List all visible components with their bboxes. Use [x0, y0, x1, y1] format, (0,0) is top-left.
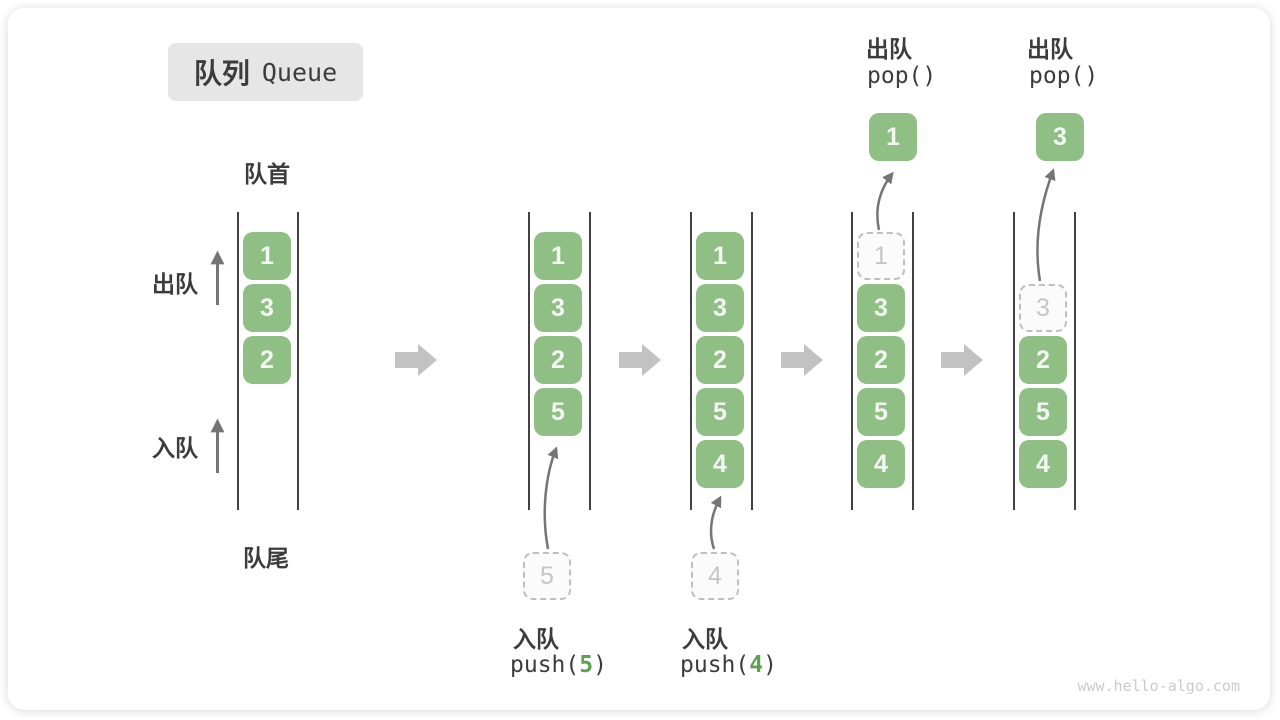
queue-cell: 5 — [1019, 388, 1067, 436]
label-queue-rear: 队尾 — [243, 545, 289, 571]
watermark: www.hello-algo.com — [1077, 677, 1240, 695]
queue-cell: 3 — [534, 284, 582, 332]
label-enqueue-side: 入队 — [152, 435, 198, 461]
queue-cell: 1 — [534, 232, 582, 280]
queue-cell: 4 — [857, 440, 905, 488]
queue-cell: 2 — [1019, 336, 1067, 384]
label-dequeue-side: 出队 — [152, 271, 198, 297]
code-push-2: push(4) — [680, 652, 777, 678]
label-queue-front: 队首 — [244, 161, 290, 187]
label-enqueue-op-2: 入队 — [682, 626, 728, 652]
queue-cell: 2 — [696, 336, 744, 384]
queue-wall — [690, 212, 692, 510]
queue-cell: 3 — [696, 284, 744, 332]
queue-cell: 2 — [534, 336, 582, 384]
diagram-card — [8, 8, 1270, 710]
removed-cell: 1 — [857, 232, 905, 280]
queue-wall — [237, 212, 239, 510]
code-push-1: push(5) — [510, 652, 607, 678]
popped-cell: 3 — [1036, 113, 1084, 161]
code-pop-2: pop() — [1029, 63, 1099, 89]
queue-cell: 2 — [857, 336, 905, 384]
queue-cell: 4 — [696, 440, 744, 488]
queue-wall — [751, 212, 753, 510]
label-enqueue-op-1: 入队 — [513, 626, 559, 652]
label-dequeue-op-2: 出队 — [1027, 36, 1073, 62]
queue-cell: 3 — [243, 284, 291, 332]
queue-cell: 5 — [857, 388, 905, 436]
queue-cell: 3 — [857, 284, 905, 332]
label-dequeue-op-1: 出队 — [866, 36, 912, 62]
queue-wall — [589, 212, 591, 510]
queue-cell: 2 — [243, 336, 291, 384]
queue-cell: 5 — [696, 388, 744, 436]
title-en: Queue — [261, 57, 338, 87]
pending-cell: 5 — [523, 552, 571, 600]
queue-wall — [912, 212, 914, 510]
push-1-suffix: ) — [593, 652, 607, 678]
queue-wall — [851, 212, 853, 510]
push-2-prefix: push( — [680, 652, 750, 678]
title-zh: 队列 — [193, 58, 250, 89]
queue-cell: 1 — [696, 232, 744, 280]
queue-cell: 4 — [1019, 440, 1067, 488]
popped-cell: 1 — [869, 113, 917, 161]
queue-wall — [528, 212, 530, 510]
queue-wall — [1074, 212, 1076, 510]
queue-wall — [1013, 212, 1015, 510]
push-1-arg: 5 — [579, 652, 594, 678]
push-2-suffix: ) — [763, 652, 777, 678]
push-1-prefix: push( — [510, 652, 580, 678]
pending-cell: 4 — [691, 552, 739, 600]
removed-cell: 3 — [1019, 284, 1067, 332]
code-pop-1: pop() — [867, 63, 937, 89]
push-2-arg: 4 — [749, 652, 764, 678]
queue-cell: 1 — [243, 232, 291, 280]
diagram-title: 队列 Queue — [168, 43, 363, 101]
queue-cell: 5 — [534, 388, 582, 436]
queue-wall — [297, 212, 299, 510]
